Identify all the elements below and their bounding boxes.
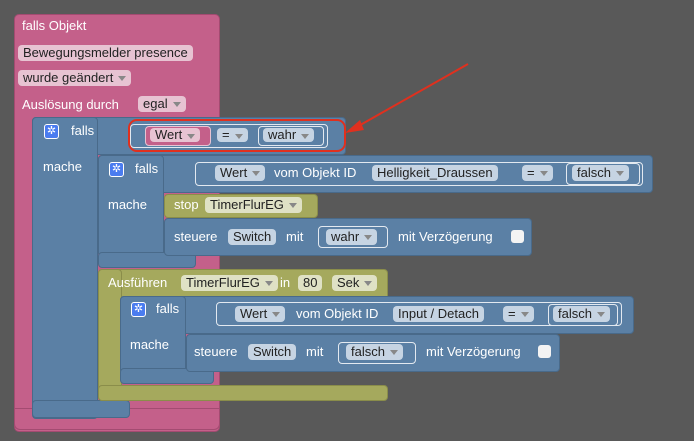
outer-if-falls-label: falls [71, 123, 95, 138]
inner-value-dropdown[interactable]: Wert [215, 165, 266, 181]
control1-delay-checkbox[interactable] [511, 230, 524, 243]
stop-label: stop [174, 197, 199, 212]
trigger-object-id-field[interactable]: Bewegungsmelder presence [18, 45, 193, 61]
timeout-object-id-field[interactable]: Input / Detach [393, 306, 484, 322]
control1-label: steuere [174, 229, 218, 244]
timeout-op-dropdown[interactable]: = [503, 306, 534, 322]
timeout-if-mache-label: mache [130, 337, 170, 352]
inner-compare-dropdown[interactable]: falsch [572, 165, 629, 181]
trigger-condition-dropdown[interactable]: wurde geändert [18, 70, 132, 86]
control1-target-field[interactable]: Switch [228, 229, 277, 245]
timeout-in-label: in [280, 275, 291, 290]
outer-cond-left-dropdown[interactable]: Wert [150, 128, 201, 142]
control2-delay-label: mit Verzögerung [426, 344, 521, 359]
outer-cond-right-dropdown[interactable]: wahr [263, 128, 315, 142]
control1-with-label: mit [286, 229, 304, 244]
gear-icon[interactable]: ✲ [44, 124, 59, 139]
outer-if-body-rail [32, 117, 98, 419]
control2-delay-checkbox[interactable] [538, 345, 551, 358]
timeout-label: Ausführen [108, 275, 168, 290]
timeout-amount-field[interactable]: 80 [298, 275, 323, 291]
timeout-timer-dropdown[interactable]: TimerFlurEG [181, 275, 278, 291]
gear-icon[interactable]: ✲ [131, 302, 146, 317]
highlight-box [128, 119, 346, 152]
control2-label: steuere [194, 344, 238, 359]
inner-if-mache-label: mache [108, 197, 148, 212]
stop-timer-dropdown[interactable]: TimerFlurEG [205, 197, 302, 213]
control2-with-label: mit [306, 344, 324, 359]
trigger-title: falls Objekt [22, 18, 87, 33]
control1-delay-label: mit Verzögerung [398, 229, 493, 244]
control2-target-field[interactable]: Switch [248, 344, 297, 360]
control1-value-dropdown[interactable]: wahr [326, 229, 378, 245]
timeout-if-falls-label: falls [156, 301, 180, 316]
gear-icon[interactable]: ✲ [109, 162, 124, 177]
trigger-value-dropdown[interactable]: egal [138, 96, 186, 112]
timeout-from-object-label: vom Objekt ID [296, 306, 379, 321]
timeout-if-foot [120, 368, 214, 384]
control2-value-dropdown[interactable]: falsch [346, 344, 403, 360]
inner-if-foot [98, 252, 196, 268]
inner-object-id-field[interactable]: Helligkeit_Draussen [372, 165, 498, 181]
inner-if-falls-label: falls [135, 161, 159, 176]
trigger-label: Auslösung durch [22, 97, 119, 112]
timeout-foot [98, 385, 388, 401]
inner-from-object-label: vom Objekt ID [274, 165, 357, 180]
inner-op-dropdown[interactable]: = [522, 165, 553, 181]
timeout-compare-dropdown[interactable]: falsch [553, 306, 610, 322]
timeout-unit-dropdown[interactable]: Sek [332, 275, 378, 291]
outer-cond-op-dropdown[interactable]: = [217, 128, 248, 142]
outer-if-foot [32, 400, 130, 418]
outer-if-mache-label: mache [43, 159, 83, 174]
timeout-value-dropdown[interactable]: Wert [235, 306, 286, 322]
